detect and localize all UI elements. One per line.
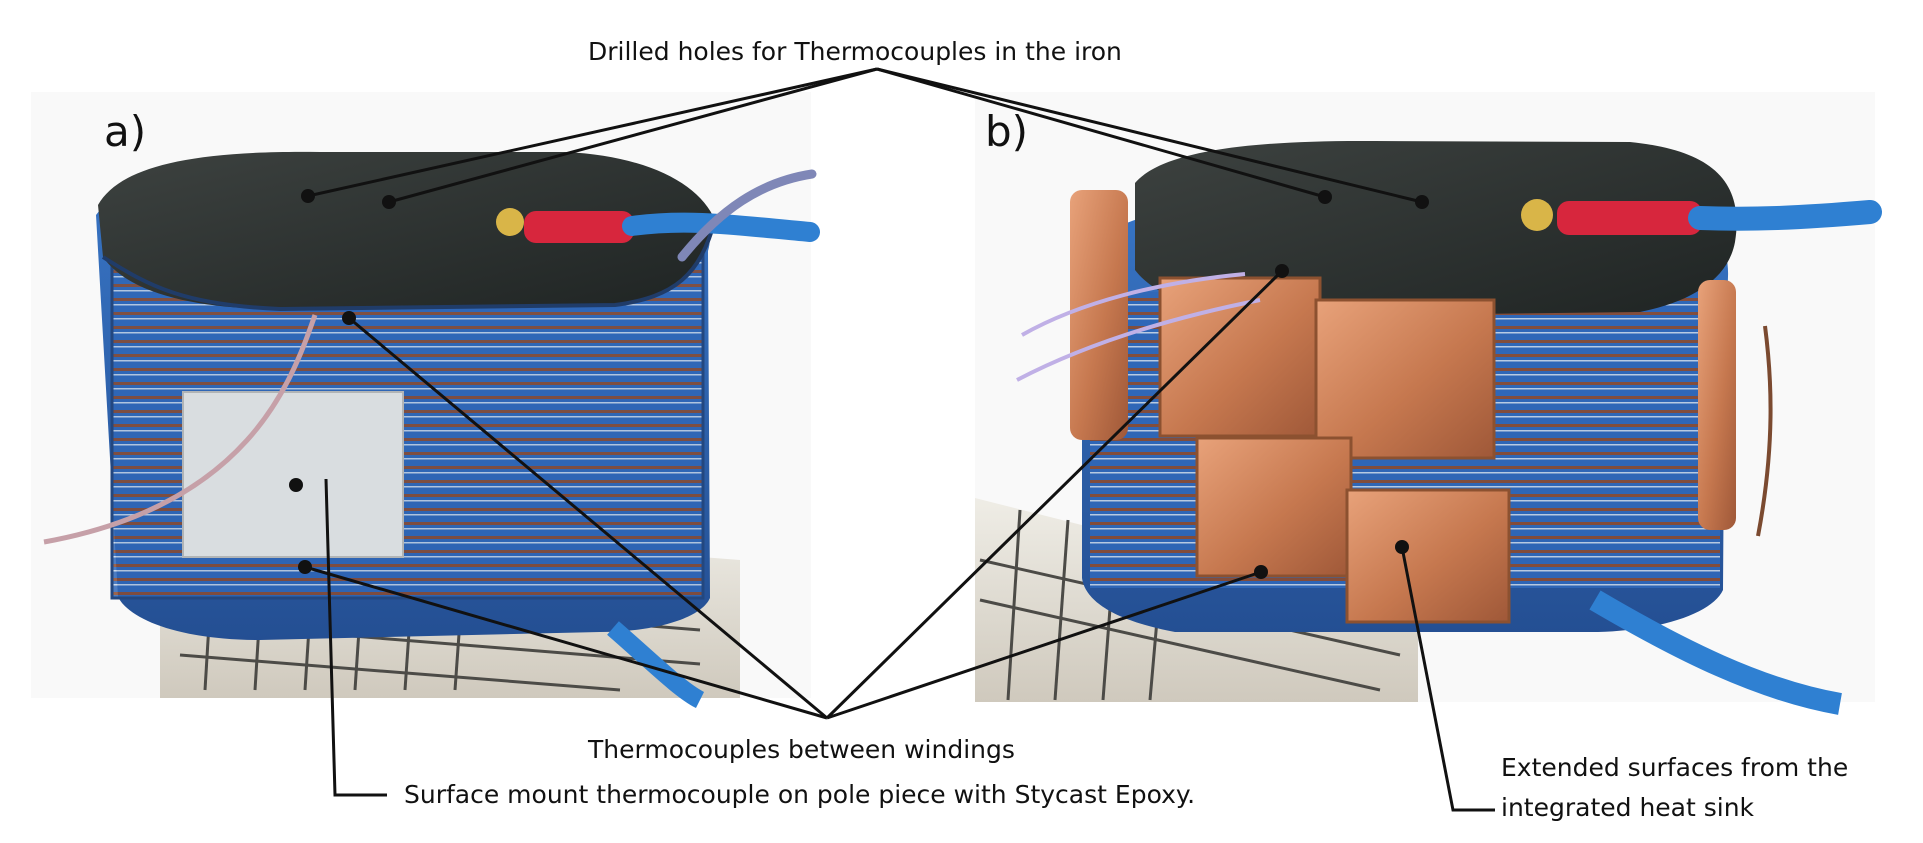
panel-b-photo — [975, 92, 1882, 715]
annotation-points — [289, 189, 1429, 579]
panel-label-b: b) — [985, 107, 1029, 156]
caption-drilled-holes: Drilled holes for Thermocouples in the i… — [588, 37, 1122, 66]
caption-surface-mount-thermocouple: Surface mount thermocouple on pole piece… — [404, 780, 1196, 809]
caption-extended-surfaces-line-1: Extended surfaces from the — [1501, 753, 1849, 782]
annotation-lines — [304, 67, 1495, 812]
caption-thermocouples-between-windings: Thermocouples between windings — [588, 735, 1015, 764]
panel-label-a: a) — [104, 107, 147, 156]
caption-extended-surfaces-line-2: integrated heat sink — [1501, 793, 1755, 822]
